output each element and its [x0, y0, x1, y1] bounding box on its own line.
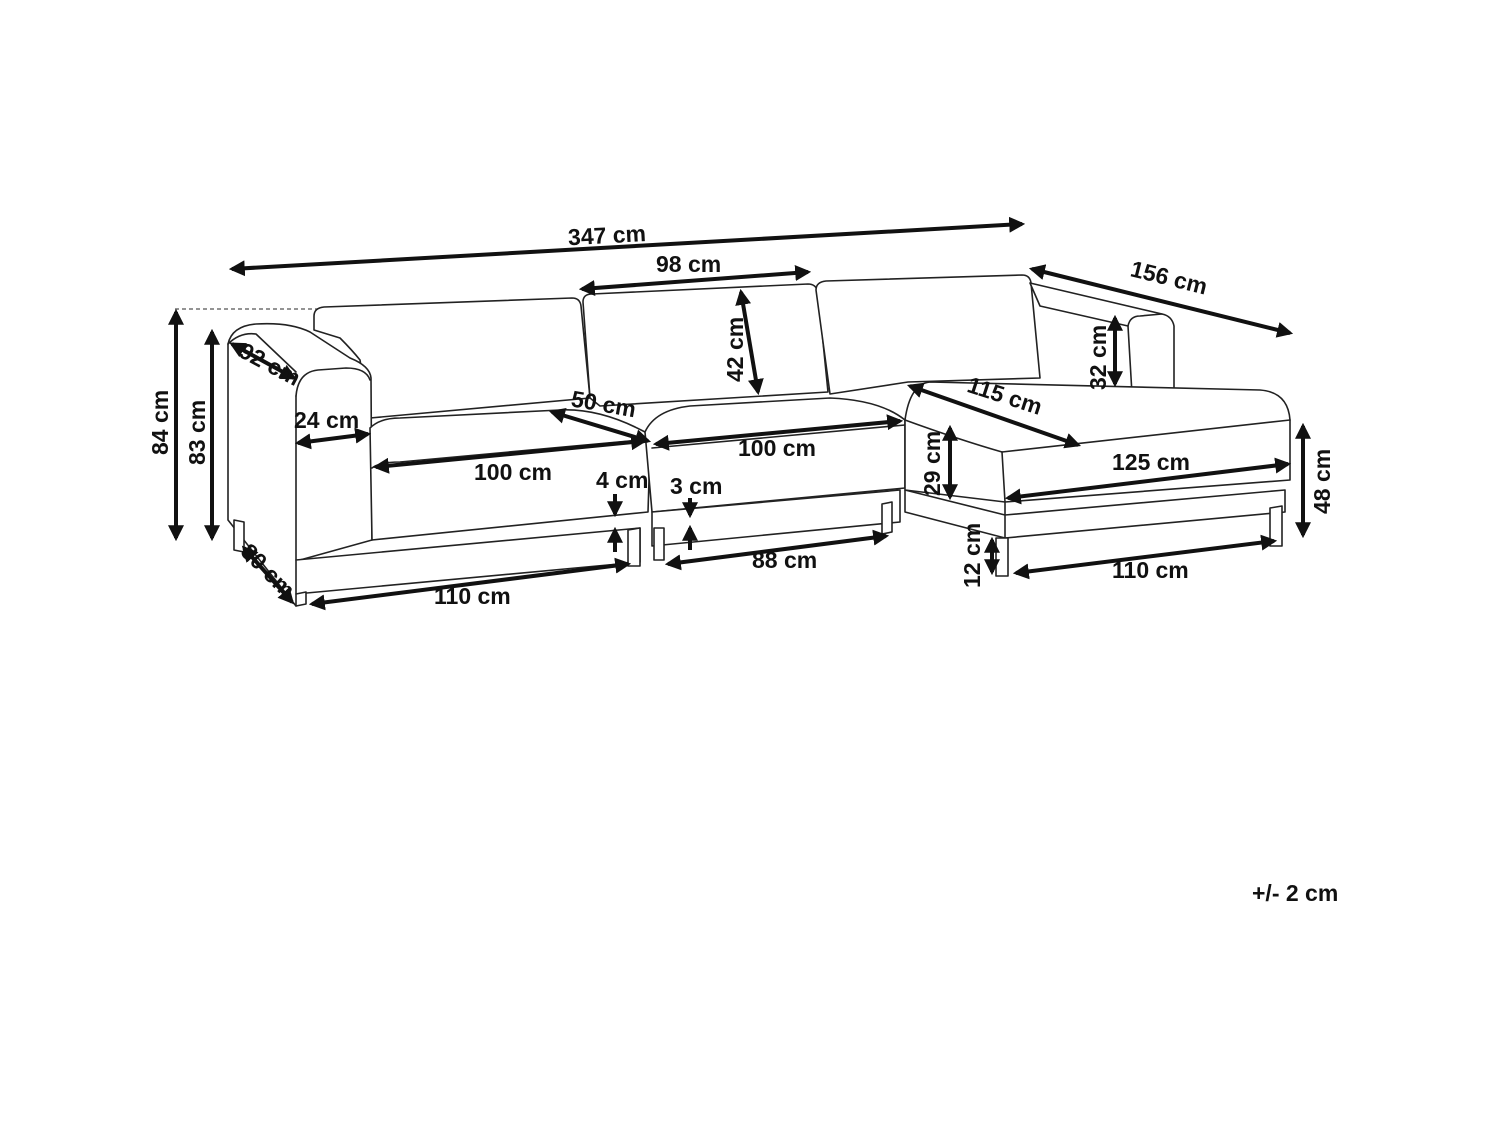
- leg: [881, 501, 893, 535]
- label-armrest-width: 24 cm: [294, 407, 359, 433]
- label-left-base-width: 110 cm: [434, 583, 511, 609]
- dimension-arrows: [168, 216, 1311, 611]
- label-chaise-base-width: 110 cm: [1112, 557, 1189, 583]
- label-chaise-back-height: 32 cm: [1085, 325, 1111, 390]
- tolerance-note: +/- 2 cm: [1252, 880, 1339, 906]
- left-armrest: [227, 322, 373, 607]
- leg: [653, 527, 665, 561]
- label-middle-back-width: 98 cm: [656, 251, 721, 277]
- right-back-cushion: [815, 274, 1041, 395]
- label-seat-height: 48 cm: [1309, 449, 1335, 514]
- label-total-length: 347 cm: [567, 220, 646, 250]
- leg: [995, 537, 1009, 577]
- label-left-seat-width: 100 cm: [474, 459, 552, 485]
- label-leg-height: 12 cm: [959, 523, 985, 588]
- label-chaise-depth: 156 cm: [1128, 255, 1210, 299]
- label-left-cushion-thickness: 4 cm: [596, 467, 648, 493]
- leg: [627, 527, 641, 567]
- label-seat-cushion-height: 29 cm: [919, 431, 945, 496]
- leg: [295, 591, 307, 607]
- label-middle-cushion-thickness: 3 cm: [670, 473, 722, 499]
- left-back-cushion: [313, 297, 591, 419]
- leg: [233, 519, 245, 553]
- label-middle-base-width: 88 cm: [752, 547, 817, 573]
- label-overall-height: 84 cm: [147, 390, 173, 455]
- label-chaise-seat-width: 125 cm: [1112, 449, 1190, 475]
- label-armrest-height: 83 cm: [184, 400, 210, 465]
- label-middle-seat-width: 100 cm: [738, 435, 816, 461]
- middle-back-cushion: [582, 283, 829, 407]
- label-back-cushion-height: 42 cm: [722, 317, 748, 382]
